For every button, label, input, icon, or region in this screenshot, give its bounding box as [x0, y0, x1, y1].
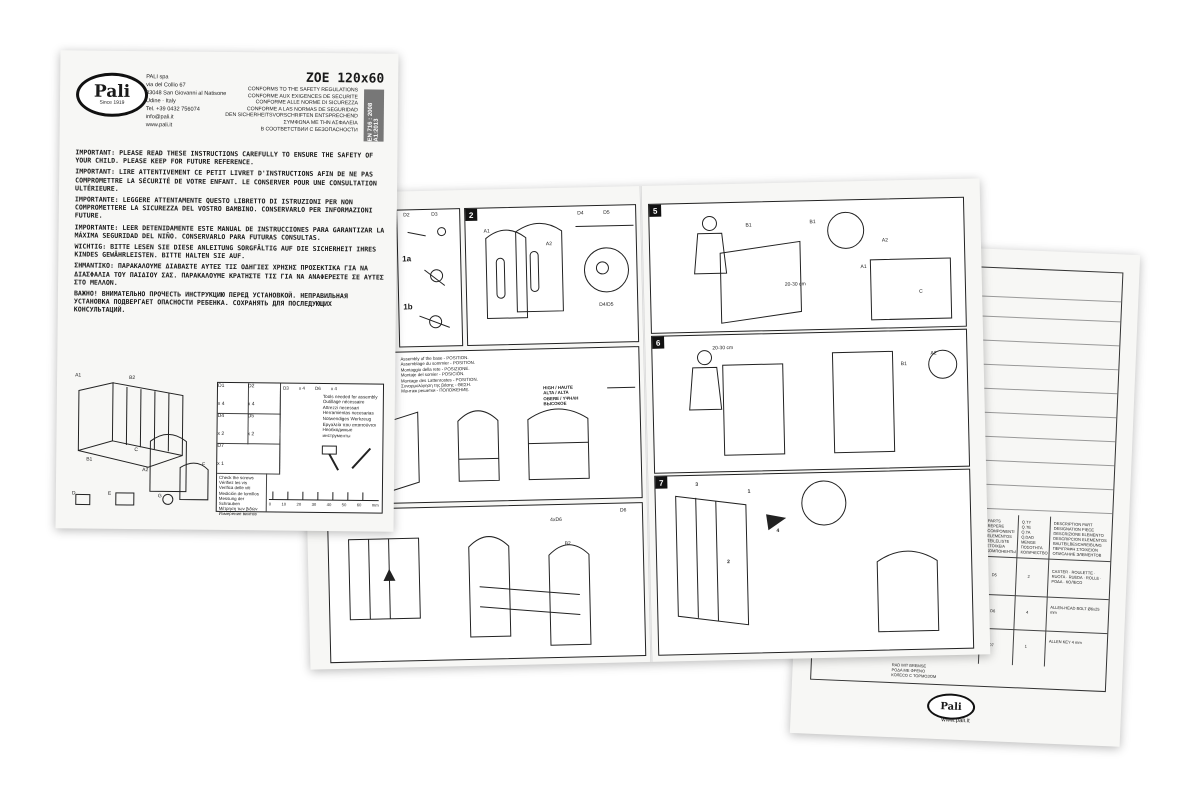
pali-logo: Pali Since 1919 [75, 72, 149, 118]
instruction-spread: D2 D3 1a 1b 2 A1 A2 D4 D5 D4/D5 [299, 178, 991, 670]
screw-ruler [268, 491, 379, 502]
row-qty: 2 [1027, 573, 1030, 579]
step-5-panel: 5 B1 B1 A2 A1 C 20-30 cm [648, 196, 967, 334]
crib-end-panels-drawing [485, 222, 634, 320]
base-position-drawing [383, 386, 636, 494]
step-6-drawing [689, 349, 958, 456]
step-6-panel: 6 20-30 cm B1 A2 [651, 328, 971, 474]
step-7-drawing [675, 480, 940, 633]
step-1-drawing [407, 227, 450, 329]
row-qty: 1 [1024, 643, 1028, 649]
safety-warnings: IMPORTANT: PLEASE READ THESE INSTRUCTION… [73, 148, 385, 315]
row-desc: CASTER · ROULETTE · RUOTA · RUEDA · ROLL… [1051, 568, 1102, 585]
step-5-drawing [694, 211, 953, 324]
step-3-panel: Assembly of the base - POSITION.Assembla… [375, 346, 643, 505]
step-4-panel: B2 B2 4xD6 D6 [326, 502, 647, 664]
row-desc: ALLEN-HEAD BOLT Ø6x25 mm [1050, 604, 1100, 615]
crib-exploded-drawing [75, 382, 209, 506]
step-2-panel: 2 A1 A2 D4 D5 D4/D5 [464, 204, 640, 347]
row-qty: 4 [1026, 609, 1029, 615]
step-7-panel: 7 3 1 2 4 [654, 468, 975, 656]
table-row: D5 [991, 572, 997, 578]
exploded-crib-diagram: A1 B2 C B1 A2 F D E G [72, 370, 213, 509]
hammer-screwdriver-icon [321, 445, 372, 471]
standard-badge: EN 716 : 2008 A1:2013 [363, 89, 385, 142]
crib-assembly-drawing [348, 536, 592, 646]
step-1-panel: D2 D3 1a 1b [396, 208, 464, 348]
row-desc: ALLEN KEY 4 mm [1048, 638, 1082, 646]
table-row: D6 [990, 608, 996, 614]
model-name: ZOE 120x60 [305, 70, 385, 87]
